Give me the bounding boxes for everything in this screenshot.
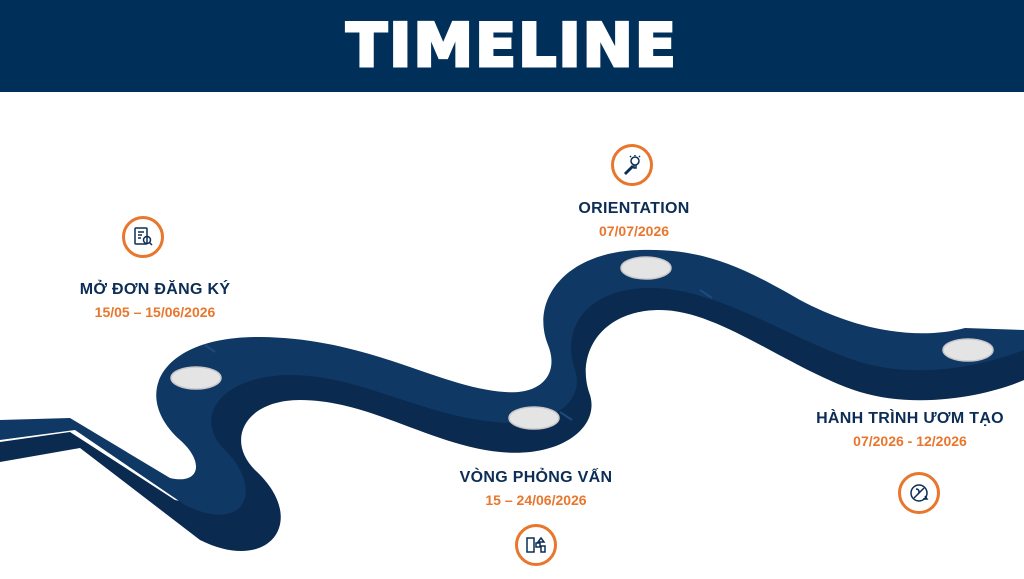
milestone-date: 07/2026 - 12/2026 (853, 433, 967, 449)
milestone-incubation: HÀNH TRÌNH ƯƠM TẠO 07/2026 - 12/2026 (800, 410, 1020, 449)
milestone-date: 15/05 – 15/06/2026 (94, 304, 216, 320)
header-banner: TIMELINE (0, 0, 1024, 92)
lightbulb-idea-icon (611, 144, 653, 186)
milestone-marker (170, 366, 222, 390)
milestone-marker (620, 256, 672, 280)
presentation-board-icon (515, 524, 557, 566)
milestone-title: ORIENTATION (578, 200, 690, 217)
milestone-title: VÒNG PHỎNG VẤN (459, 469, 613, 486)
milestone-date: 07/07/2026 (598, 223, 670, 239)
milestone-marker (508, 406, 560, 430)
milestone-orientation: ORIENTATION 07/07/2026 (564, 200, 704, 239)
page-title: TIMELINE (345, 10, 678, 83)
milestone-interview: VÒNG PHỎNG VẤN 15 – 24/06/2026 (446, 469, 626, 508)
milestone-title: MỞ ĐƠN ĐĂNG KÝ (79, 281, 231, 298)
road-surface (0, 249, 1024, 515)
milestone-registration: MỞ ĐƠN ĐĂNG KÝ 15/05 – 15/06/2026 (60, 281, 250, 320)
milestone-title: HÀNH TRÌNH ƯƠM TẠO (816, 410, 1004, 427)
milestone-date: 15 – 24/06/2026 (485, 492, 587, 508)
growth-cycle-icon (898, 472, 940, 514)
document-search-icon (122, 216, 164, 258)
milestone-marker (942, 338, 994, 362)
